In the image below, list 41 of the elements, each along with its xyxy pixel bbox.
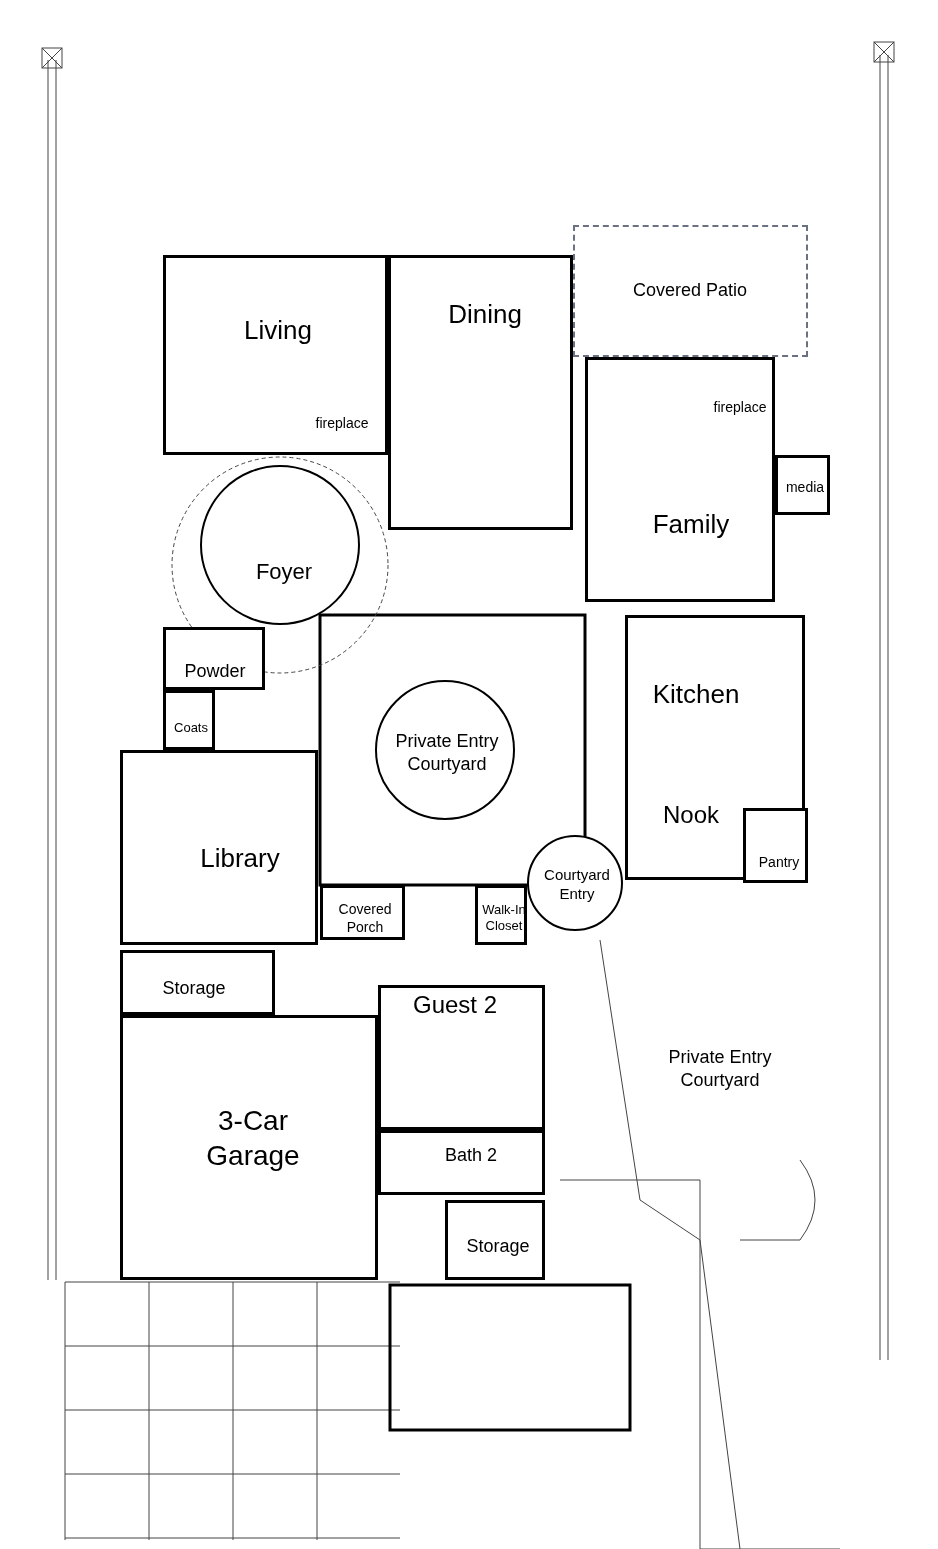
room-outline <box>120 1015 378 1280</box>
room-label: Courtyard Entry <box>543 866 611 904</box>
room-outline <box>163 255 388 455</box>
room-outline <box>120 950 275 1015</box>
room-label: Foyer <box>255 558 313 586</box>
fixture-label: fireplace <box>713 397 767 417</box>
room-label: Covered Porch <box>337 900 393 936</box>
fixture-label: fireplace <box>315 413 369 433</box>
room-outline <box>388 255 573 530</box>
room-label: Dining <box>448 297 522 331</box>
patio-outline <box>573 225 808 357</box>
room-label: Living <box>244 313 312 347</box>
room-outline <box>163 627 265 690</box>
room-label: 3-Car Garage <box>205 1104 301 1173</box>
room-outline <box>320 885 405 940</box>
room-label: Guest 2 <box>413 990 497 1020</box>
room-outline <box>585 357 775 602</box>
room-outline <box>163 690 215 750</box>
room-outline <box>378 985 545 1130</box>
room-outline <box>475 885 527 945</box>
room-label: media <box>785 479 825 497</box>
room-outline <box>625 615 805 880</box>
room-outline <box>743 808 808 883</box>
room-label: Kitchen <box>652 677 740 711</box>
room-label: Family <box>652 507 730 541</box>
room-label: Storage <box>466 1234 530 1258</box>
room-label: Coats <box>174 719 208 737</box>
room-label: Private Entry Courtyard <box>667 1045 773 1091</box>
room-label: Nook <box>663 800 719 830</box>
room-outline <box>445 1200 545 1280</box>
room-label: Library <box>200 841 280 875</box>
room-label: Private Entry Courtyard <box>394 729 500 775</box>
room-label: Bath 2 <box>445 1143 497 1167</box>
room-outline <box>775 455 830 515</box>
room-outline <box>120 750 318 945</box>
room-label: Powder <box>184 659 246 683</box>
room-label: Storage <box>162 976 226 1000</box>
room-outline <box>378 1130 545 1195</box>
room-label: Walk-In Closet <box>481 901 527 935</box>
room-label: Covered Patio <box>632 278 748 302</box>
room-label: Pantry <box>758 854 800 872</box>
